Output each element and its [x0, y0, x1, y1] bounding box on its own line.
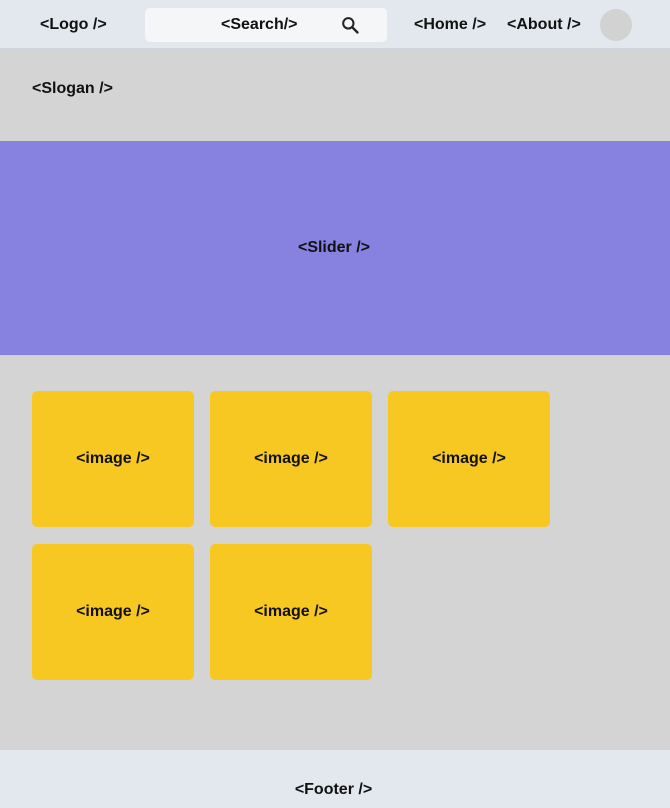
slider-label: <Slider /> — [297, 239, 371, 256]
logo[interactable]: <Logo /> — [40, 16, 107, 33]
image-label: <image /> — [76, 450, 150, 467]
hero-slider[interactable]: <Slider /> — [0, 141, 670, 355]
image-gallery: <image /> <image /> <image /> <image /> … — [0, 355, 670, 750]
page-footer: <Footer /> — [0, 750, 670, 808]
top-header: <Logo /> <Search/> <Home /> <About /> — [0, 0, 670, 49]
gallery-image-1[interactable]: <image /> — [32, 391, 194, 527]
image-label: <image /> — [432, 450, 506, 467]
gallery-image-3[interactable]: <image /> — [388, 391, 550, 527]
image-label: <image /> — [254, 603, 328, 620]
image-label: <image /> — [254, 450, 328, 467]
gallery-image-5[interactable]: <image /> — [210, 544, 372, 680]
nav-home-link[interactable]: <Home /> — [414, 16, 487, 33]
search-input[interactable]: <Search/> — [221, 16, 298, 33]
footer-label: <Footer /> — [294, 781, 373, 798]
image-label: <image /> — [76, 603, 150, 620]
nav-about-link[interactable]: <About /> — [507, 16, 581, 33]
gallery-image-2[interactable]: <image /> — [210, 391, 372, 527]
search-box[interactable]: <Search/> — [145, 8, 387, 42]
search-icon[interactable] — [340, 15, 360, 35]
slogan-text: <Slogan /> — [32, 80, 113, 97]
avatar[interactable] — [600, 9, 632, 41]
slogan-section: <Slogan /> — [0, 50, 670, 141]
gallery-image-4[interactable]: <image /> — [32, 544, 194, 680]
